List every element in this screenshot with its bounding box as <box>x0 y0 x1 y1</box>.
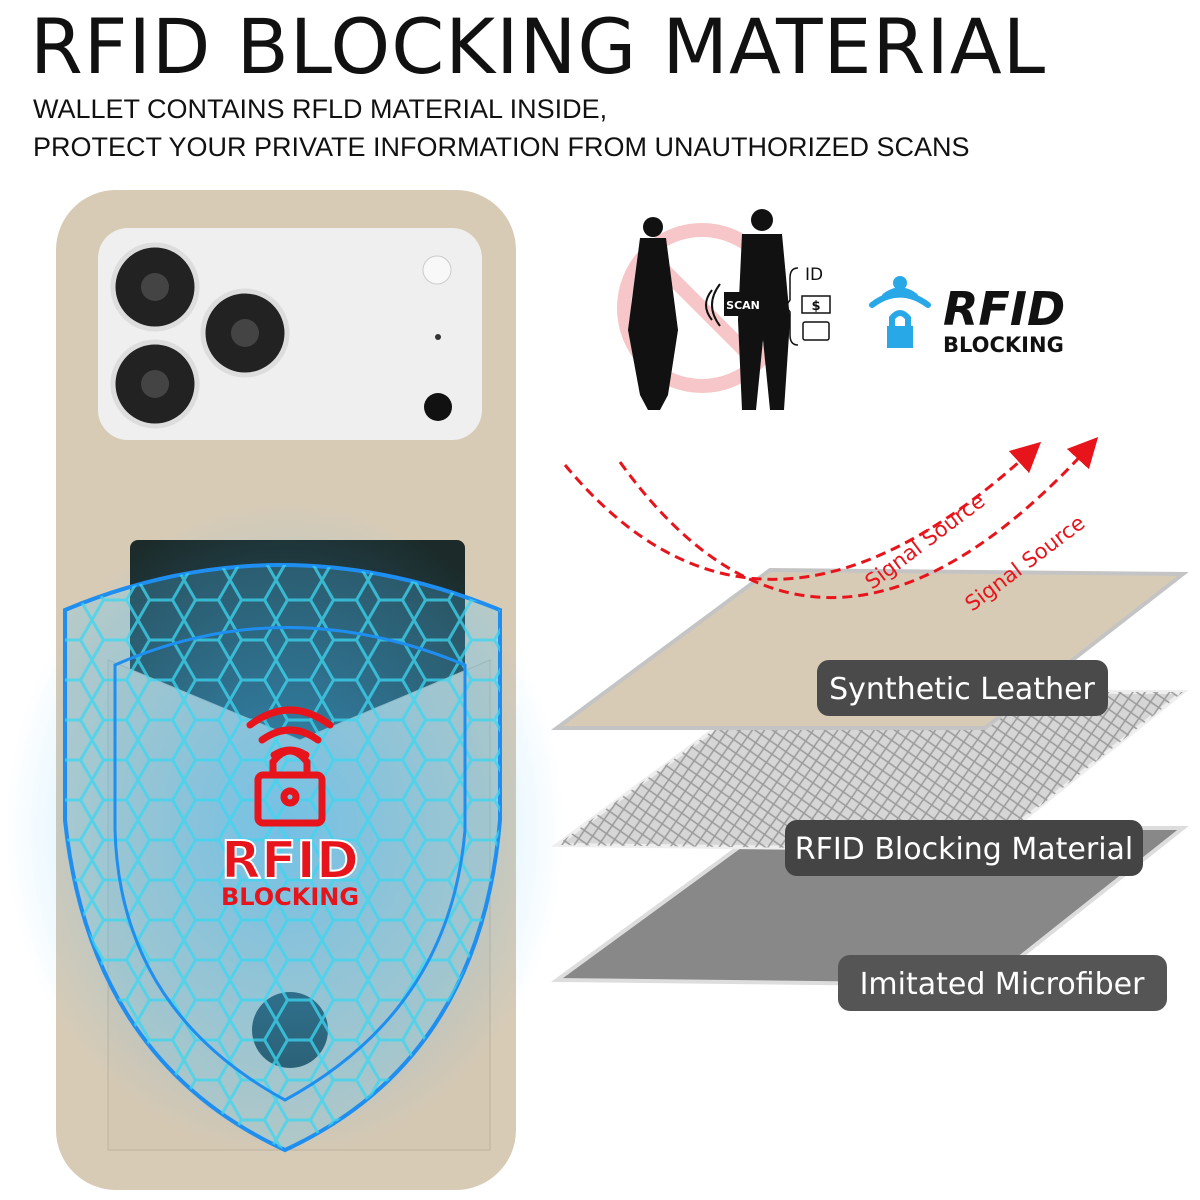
rfid-blocking-badge: RFID BLOCKING <box>869 276 1065 357</box>
scan-label: SCAN <box>726 299 760 312</box>
layer-synthetic-leather: Synthetic Leather <box>550 567 1189 730</box>
wifi-lock-icon <box>869 276 931 348</box>
layer-label-rfid-material: RFID Blocking Material <box>795 832 1134 867</box>
subtitle-line-2: PROTECT YOUR PRIVATE INFORMATION FROM UN… <box>33 132 970 162</box>
signal-arrows <box>563 436 1099 599</box>
woman-silhouette-icon <box>628 217 678 410</box>
layer-label-synthetic-leather: Synthetic Leather <box>829 672 1095 707</box>
cash-icon <box>801 295 831 314</box>
man-silhouette-icon <box>738 209 790 410</box>
signal-arrow-2 <box>618 436 1099 599</box>
badge-blocking-text: BLOCKING <box>943 333 1064 357</box>
cash-symbol: $ <box>811 299 820 314</box>
rfid-shield: RFID BLOCKING <box>5 500 565 1160</box>
shield-rfid-text: RFID <box>221 831 359 891</box>
credit-card-icon <box>802 321 830 341</box>
wifi-lock-icon <box>246 706 334 827</box>
layer-label-microfiber: Imitated Microfiber <box>860 967 1145 1002</box>
shield-blocking-text: BLOCKING <box>221 883 359 911</box>
layer-rfid-material: RFID Blocking Material <box>551 690 1189 876</box>
signal-waves-icon <box>705 283 721 327</box>
page-title: RFID BLOCKING MATERIAL <box>30 2 1047 91</box>
camera-lens-icon <box>110 242 452 429</box>
scan-illustration: SCAN ID $ <box>617 209 831 410</box>
subtitle-line-1: WALLET CONTAINS RFLD MATERIAL INSIDE, <box>33 94 608 124</box>
badge-rfid-text: RFID <box>943 282 1065 336</box>
id-label: ID <box>805 265 823 285</box>
